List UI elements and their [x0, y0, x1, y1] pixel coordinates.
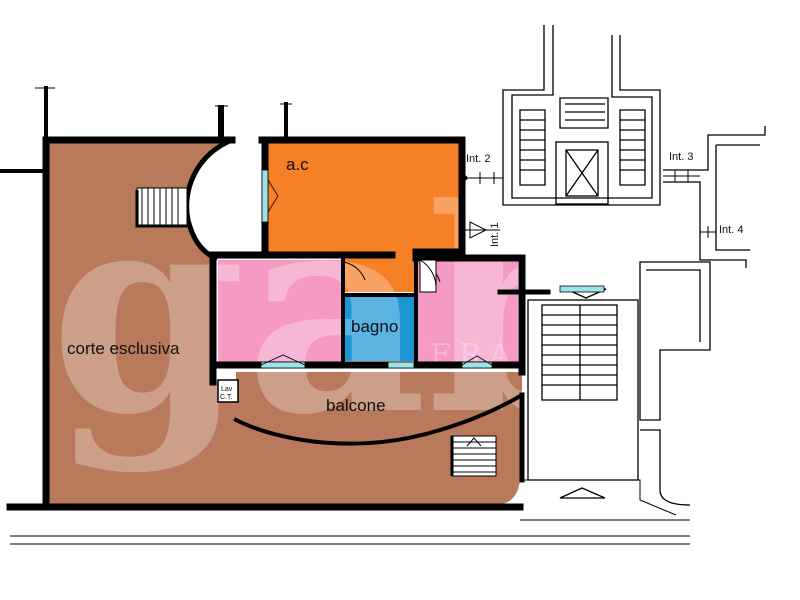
int-markers: [462, 170, 716, 239]
bedroom-left: [218, 260, 343, 362]
label-lav: Lav: [221, 386, 233, 393]
window-swings: [260, 179, 493, 366]
neighbour-outlines: [502, 25, 766, 506]
courtyard-stair: [135, 187, 188, 228]
ct-room: [217, 379, 239, 403]
label-balcone: balcone: [326, 396, 386, 415]
label-int1: Int. 1: [489, 223, 501, 247]
balcony-stair: [450, 435, 497, 477]
label-int2: Int. 2: [466, 153, 490, 165]
label-corte-esclusiva: corte esclusiva: [67, 339, 180, 358]
label-int3: Int. 3: [669, 151, 693, 163]
label-bagno: bagno: [351, 317, 398, 336]
windows: [260, 169, 605, 369]
label-ct: C.T.: [220, 394, 233, 401]
bagno-room: [345, 295, 415, 361]
doors: [342, 259, 441, 293]
label-ac: a.c: [286, 155, 309, 174]
label-int4: Int. 4: [719, 224, 743, 236]
